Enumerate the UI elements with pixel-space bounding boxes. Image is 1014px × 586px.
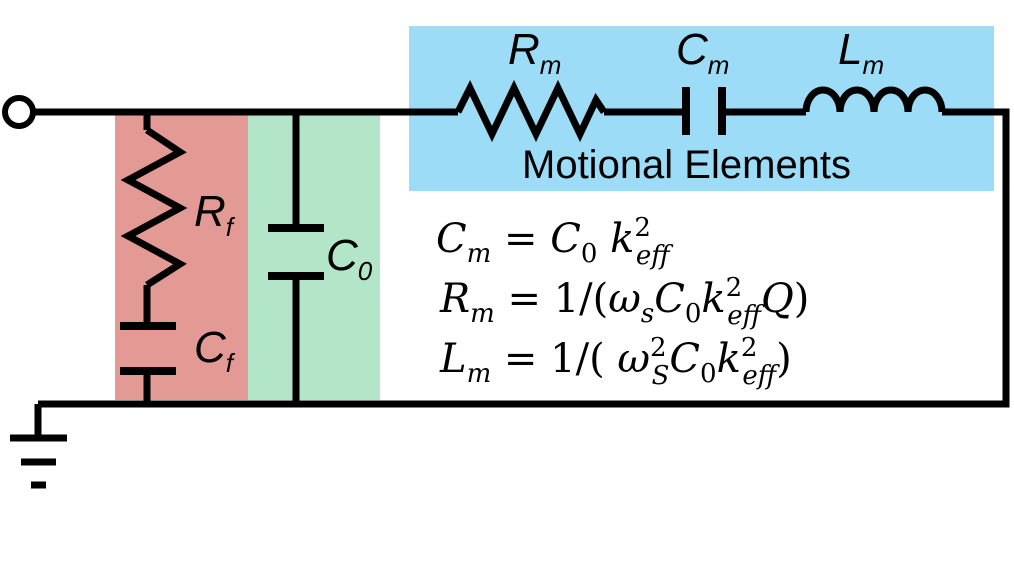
cf-label: Cf	[194, 323, 236, 378]
c0-label: C0	[326, 231, 373, 286]
right-and-bottom-wire	[38, 108, 1010, 408]
rf-label: Rf	[194, 187, 236, 242]
feedthrough-region	[115, 115, 248, 400]
motional-elements-title: Motional Elements	[522, 143, 851, 187]
lm-label: Lm	[838, 25, 884, 80]
cm-label: Cm	[676, 25, 729, 80]
rm-resistor	[454, 79, 607, 143]
lm-inductor	[802, 86, 946, 113]
rf-resistor	[120, 127, 188, 288]
rm-label: Rm	[508, 25, 561, 80]
c0-region	[248, 115, 380, 400]
input-terminal	[2, 95, 36, 129]
